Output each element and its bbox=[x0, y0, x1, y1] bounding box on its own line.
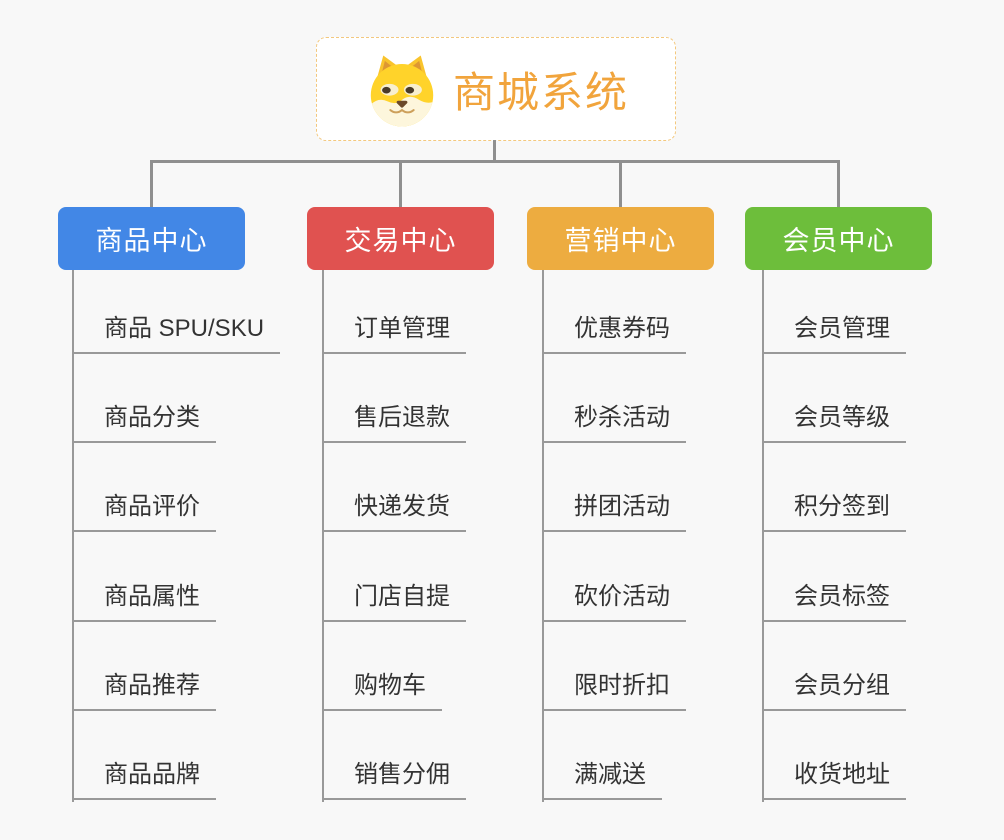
leaf-node[interactable]: 会员分组 bbox=[762, 671, 906, 711]
connector-bus bbox=[150, 160, 840, 163]
leaf-node[interactable]: 会员等级 bbox=[762, 403, 906, 443]
dog-face-icon bbox=[370, 55, 434, 127]
leaf-node[interactable]: 快递发货 bbox=[322, 492, 466, 532]
leaf-node[interactable]: 砍价活动 bbox=[542, 582, 686, 622]
connector-drop-branch-3 bbox=[837, 160, 840, 207]
trunk-line-branch-0 bbox=[72, 270, 74, 802]
connector-root-drop bbox=[493, 140, 496, 163]
leaf-node[interactable]: 满减送 bbox=[542, 760, 662, 800]
leaf-node[interactable]: 商品推荐 bbox=[72, 671, 216, 711]
leaf-node[interactable]: 购物车 bbox=[322, 671, 442, 711]
branch-label: 商品中心 bbox=[95, 226, 208, 256]
leaf-node[interactable]: 订单管理 bbox=[322, 314, 466, 354]
branch-node-member-center[interactable]: 会员中心 bbox=[745, 207, 932, 270]
leaf-node[interactable]: 门店自提 bbox=[322, 582, 466, 622]
leaf-node[interactable]: 优惠券码 bbox=[542, 314, 686, 354]
trunk-line-branch-2 bbox=[542, 270, 544, 802]
leaf-node[interactable]: 销售分佣 bbox=[322, 760, 466, 800]
branch-label: 营销中心 bbox=[564, 226, 677, 256]
branch-label: 交易中心 bbox=[344, 226, 457, 256]
root-node[interactable]: 商城系统 bbox=[316, 37, 676, 141]
branch-node-marketing-center[interactable]: 营销中心 bbox=[527, 207, 714, 270]
leaf-node[interactable]: 商品品牌 bbox=[72, 760, 216, 800]
leaf-node[interactable]: 收货地址 bbox=[762, 760, 906, 800]
leaf-node[interactable]: 限时折扣 bbox=[542, 671, 686, 711]
leaf-node[interactable]: 商品分类 bbox=[72, 403, 216, 443]
leaf-node[interactable]: 售后退款 bbox=[322, 403, 466, 443]
leaf-node[interactable]: 商品属性 bbox=[72, 582, 216, 622]
branch-node-product-center[interactable]: 商品中心 bbox=[58, 207, 245, 270]
leaf-node[interactable]: 秒杀活动 bbox=[542, 403, 686, 443]
leaf-node[interactable]: 会员标签 bbox=[762, 582, 906, 622]
leaf-node[interactable]: 商品评价 bbox=[72, 492, 216, 532]
branch-label: 会员中心 bbox=[782, 226, 895, 256]
connector-drop-branch-2 bbox=[619, 160, 622, 207]
trunk-line-branch-3 bbox=[762, 270, 764, 802]
root-title: 商城系统 bbox=[452, 68, 629, 116]
trunk-line-branch-1 bbox=[322, 270, 324, 802]
leaf-node[interactable]: 商品 SPU/SKU bbox=[72, 314, 281, 354]
leaf-node[interactable]: 会员管理 bbox=[762, 314, 906, 354]
connector-drop-branch-1 bbox=[399, 160, 402, 207]
branch-node-trade-center[interactable]: 交易中心 bbox=[307, 207, 494, 270]
leaf-node[interactable]: 拼团活动 bbox=[542, 492, 686, 532]
leaf-node[interactable]: 积分签到 bbox=[762, 492, 906, 532]
connector-drop-branch-0 bbox=[150, 160, 153, 207]
